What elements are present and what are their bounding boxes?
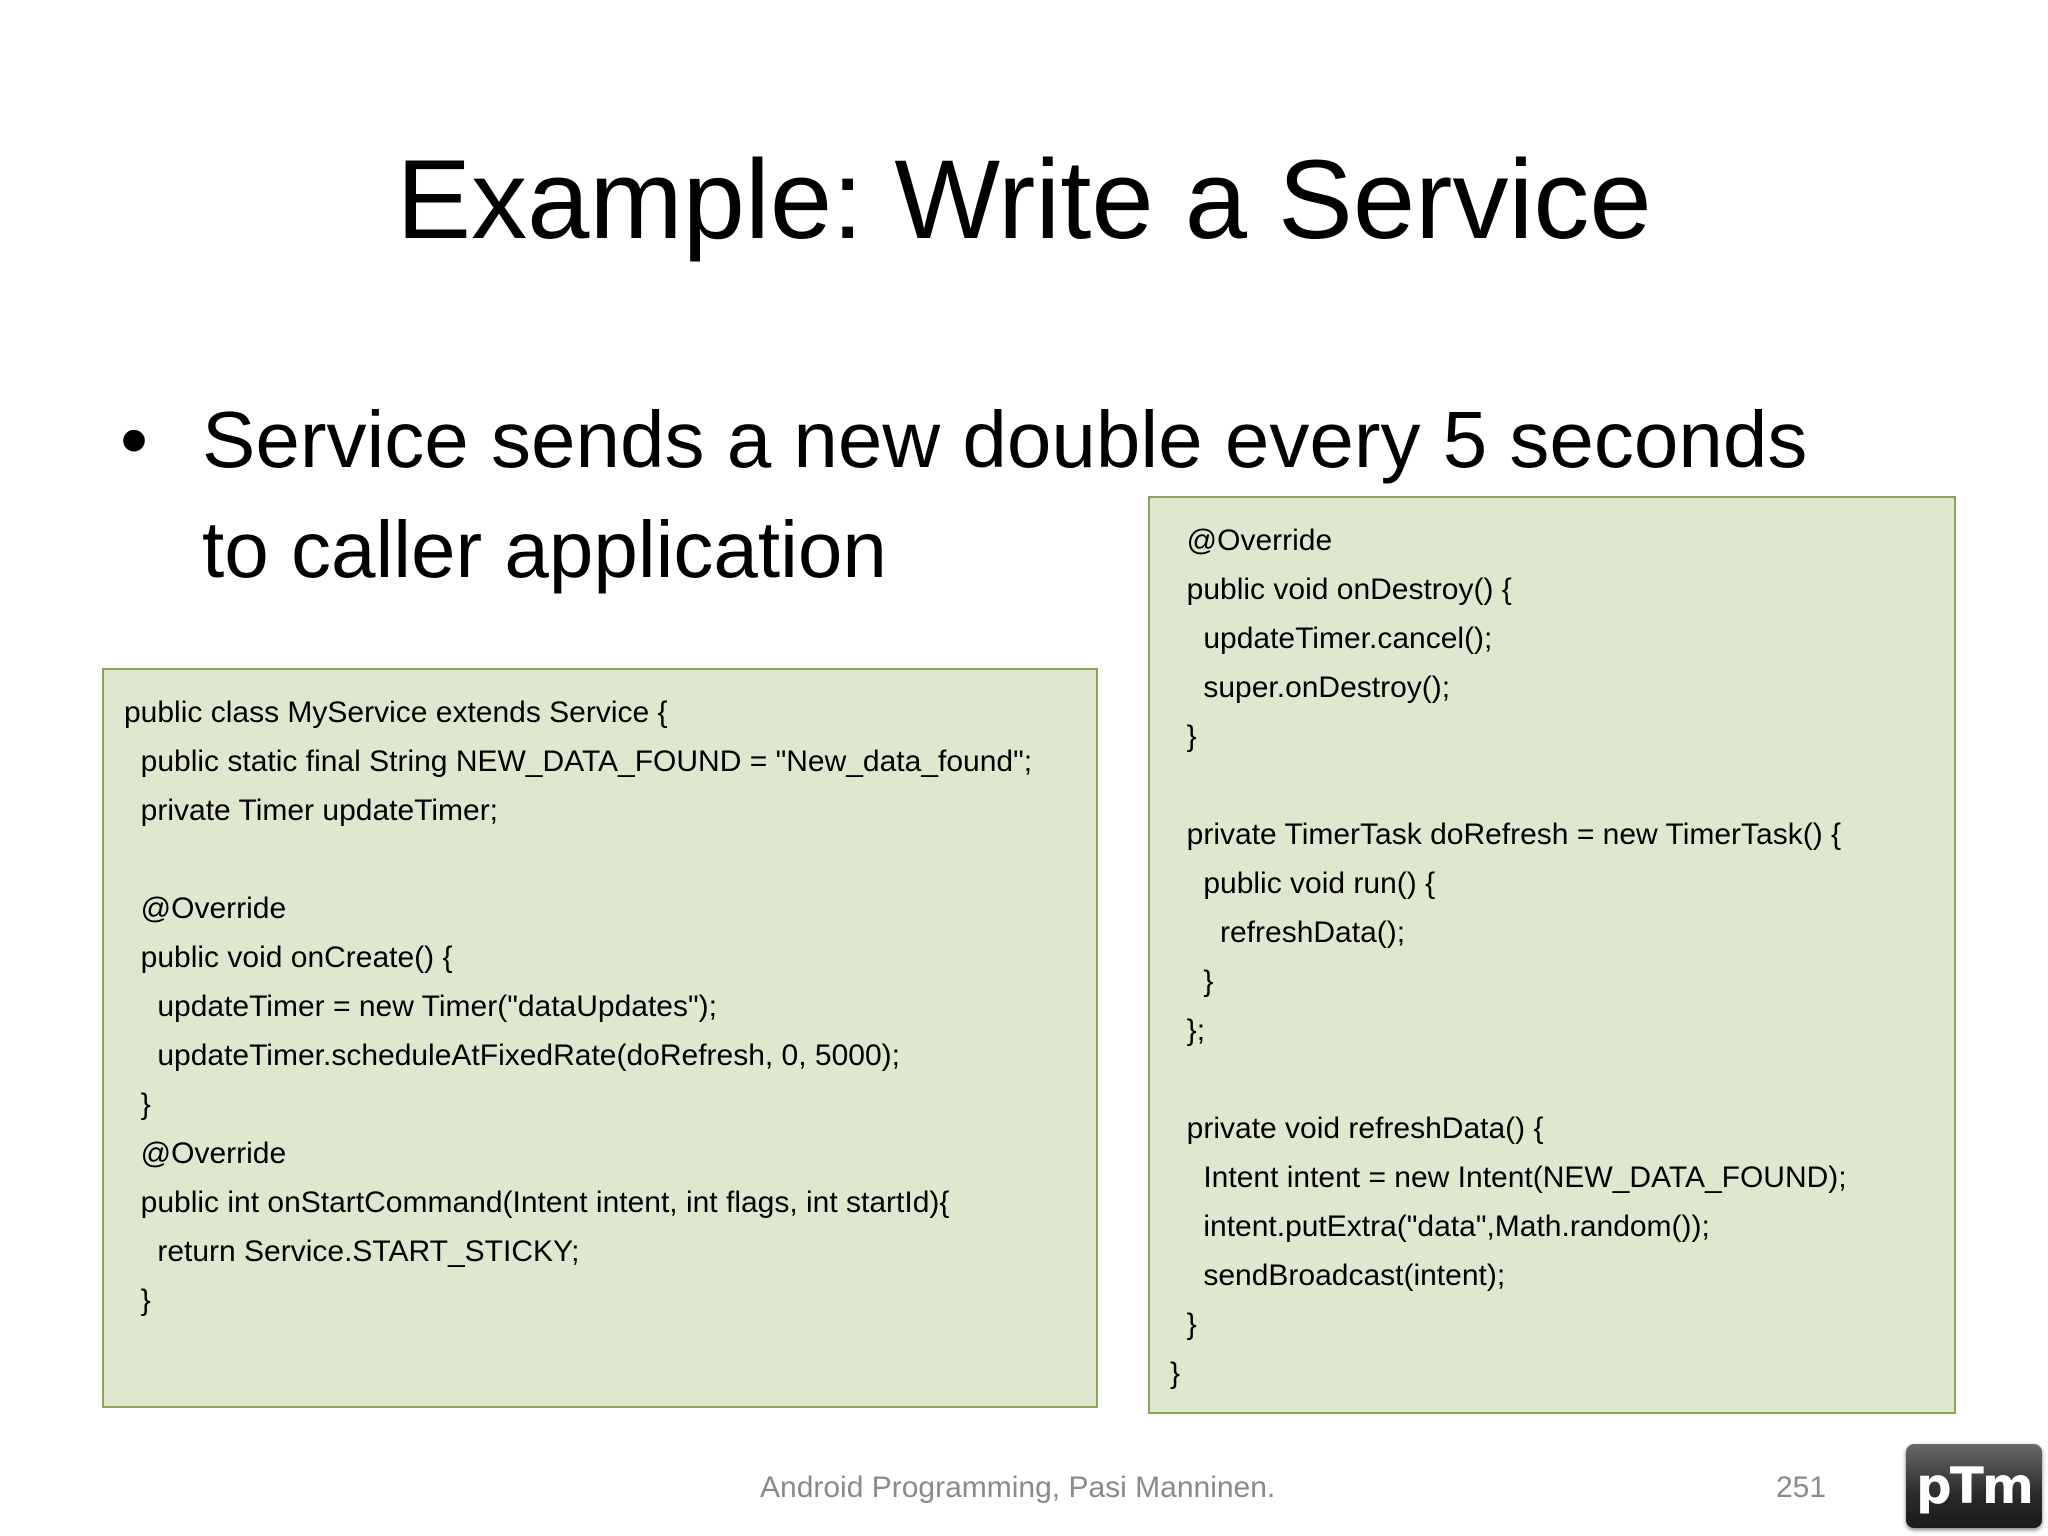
code-line: }	[1170, 720, 1197, 753]
code-line: }	[1170, 1308, 1197, 1341]
code-line: refreshData();	[1170, 916, 1406, 949]
code-line: public void run() {	[1170, 867, 1436, 900]
code-line	[1170, 1055, 1934, 1104]
code-line: private Timer updateTimer;	[124, 794, 499, 827]
bullet-marker: •	[120, 395, 149, 484]
page-number: 251	[1776, 1471, 1827, 1504]
code-line: updateTimer.scheduleAtFixedRate(doRefres…	[124, 1039, 900, 1072]
code-line: }	[1170, 965, 1214, 998]
code-line	[124, 835, 1076, 884]
code-line: @Override	[124, 1137, 287, 1170]
code-line: @Override	[124, 892, 287, 925]
code-line: Intent intent = new Intent(NEW_DATA_FOUN…	[1170, 1161, 1847, 1194]
code-block-service-methods: @Override public void onDestroy() { upda…	[1148, 496, 1956, 1414]
logo-text: pTm	[1916, 1457, 2034, 1515]
code-line: private void refreshData() {	[1170, 1112, 1544, 1145]
code-line: public static final String NEW_DATA_FOUN…	[124, 745, 1033, 778]
code-line: public class MyService extends Service {	[124, 696, 668, 729]
code-line: };	[1170, 1014, 1206, 1047]
code-line: @Override	[1170, 524, 1333, 557]
code-line: public void onDestroy() {	[1170, 573, 1512, 606]
code-line: }	[1170, 1357, 1181, 1390]
code-line: public void onCreate() {	[124, 941, 453, 974]
footer-text: Android Programming, Pasi Manninen.	[760, 1471, 1276, 1504]
code-line	[1170, 761, 1934, 810]
code-line: intent.putExtra("data",Math.random());	[1170, 1210, 1710, 1243]
code-line: }	[124, 1088, 151, 1121]
code-line: sendBroadcast(intent);	[1170, 1259, 1506, 1292]
code-line: updateTimer.cancel();	[1170, 622, 1493, 655]
code-line: }	[124, 1284, 151, 1317]
code-block-service-class: public class MyService extends Service {…	[102, 668, 1098, 1408]
bullet-text: Service sends a new double every 5 secon…	[202, 395, 1808, 594]
code-line: return Service.START_STICKY;	[124, 1235, 580, 1268]
code-line: private TimerTask doRefresh = new TimerT…	[1170, 818, 1842, 851]
code-line: updateTimer = new Timer("dataUpdates");	[124, 990, 717, 1023]
code-line: super.onDestroy();	[1170, 671, 1451, 704]
ptm-logo: pTm	[1906, 1444, 2042, 1528]
code-line: public int onStartCommand(Intent intent,…	[124, 1186, 950, 1219]
slide-title: Example: Write a Service	[396, 137, 1652, 262]
